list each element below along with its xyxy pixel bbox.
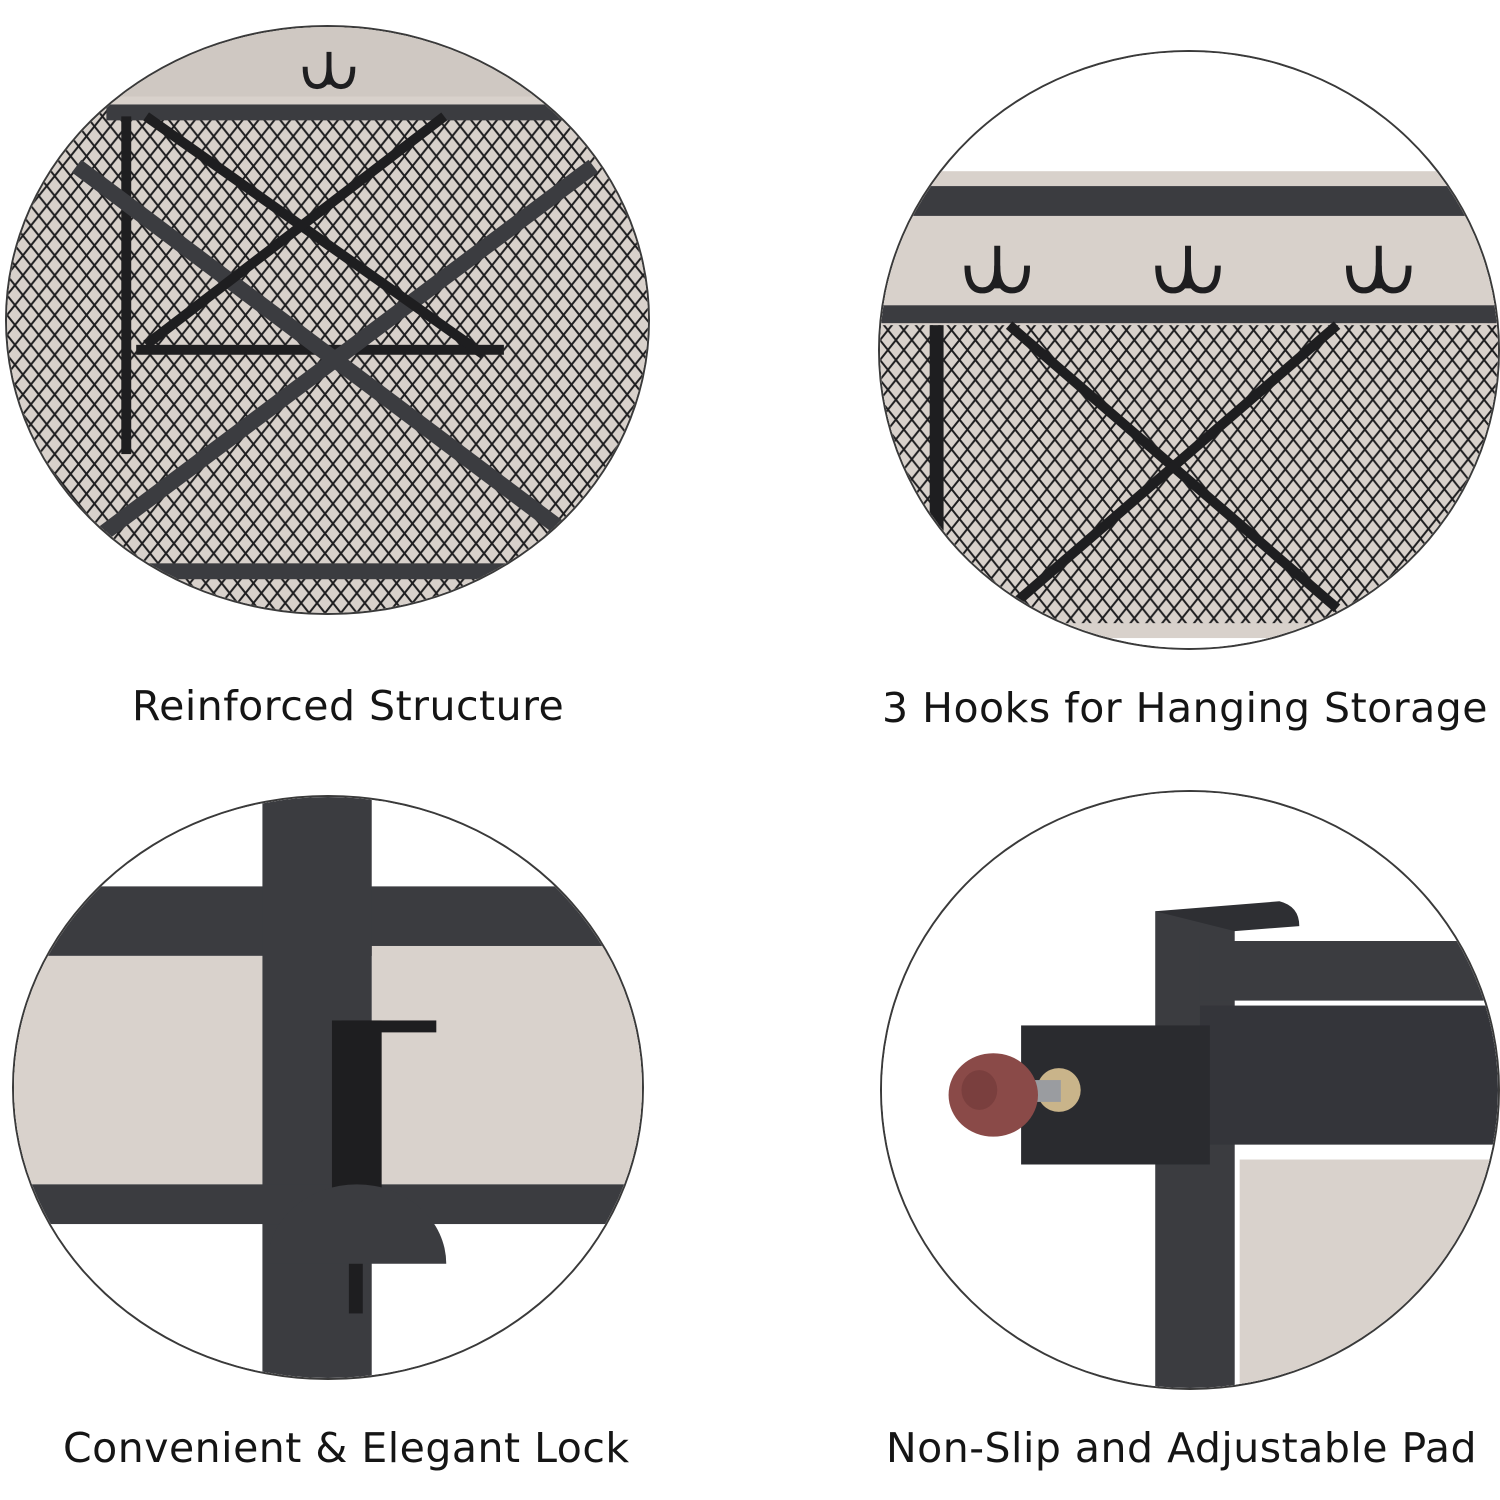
hook-icon bbox=[302, 51, 356, 90]
adjustable-pad-image bbox=[880, 790, 1500, 1390]
feature-caption: Reinforced Structure bbox=[132, 682, 565, 730]
pad-illustration bbox=[882, 792, 1498, 1388]
lock-image bbox=[12, 795, 644, 1380]
hook-icon bbox=[964, 245, 1412, 294]
mesh-x-brace-illustration bbox=[7, 27, 648, 613]
feature-caption: 3 Hooks for Hanging Storage bbox=[882, 684, 1488, 732]
reinforced-structure-image bbox=[5, 25, 650, 615]
hooks-mesh-illustration bbox=[880, 52, 1498, 648]
feature-caption: Non-Slip and Adjustable Pad bbox=[886, 1424, 1478, 1472]
feature-caption: Convenient & Elegant Lock bbox=[63, 1424, 630, 1472]
hooks-image bbox=[878, 50, 1500, 650]
lock-illustration bbox=[14, 797, 642, 1378]
